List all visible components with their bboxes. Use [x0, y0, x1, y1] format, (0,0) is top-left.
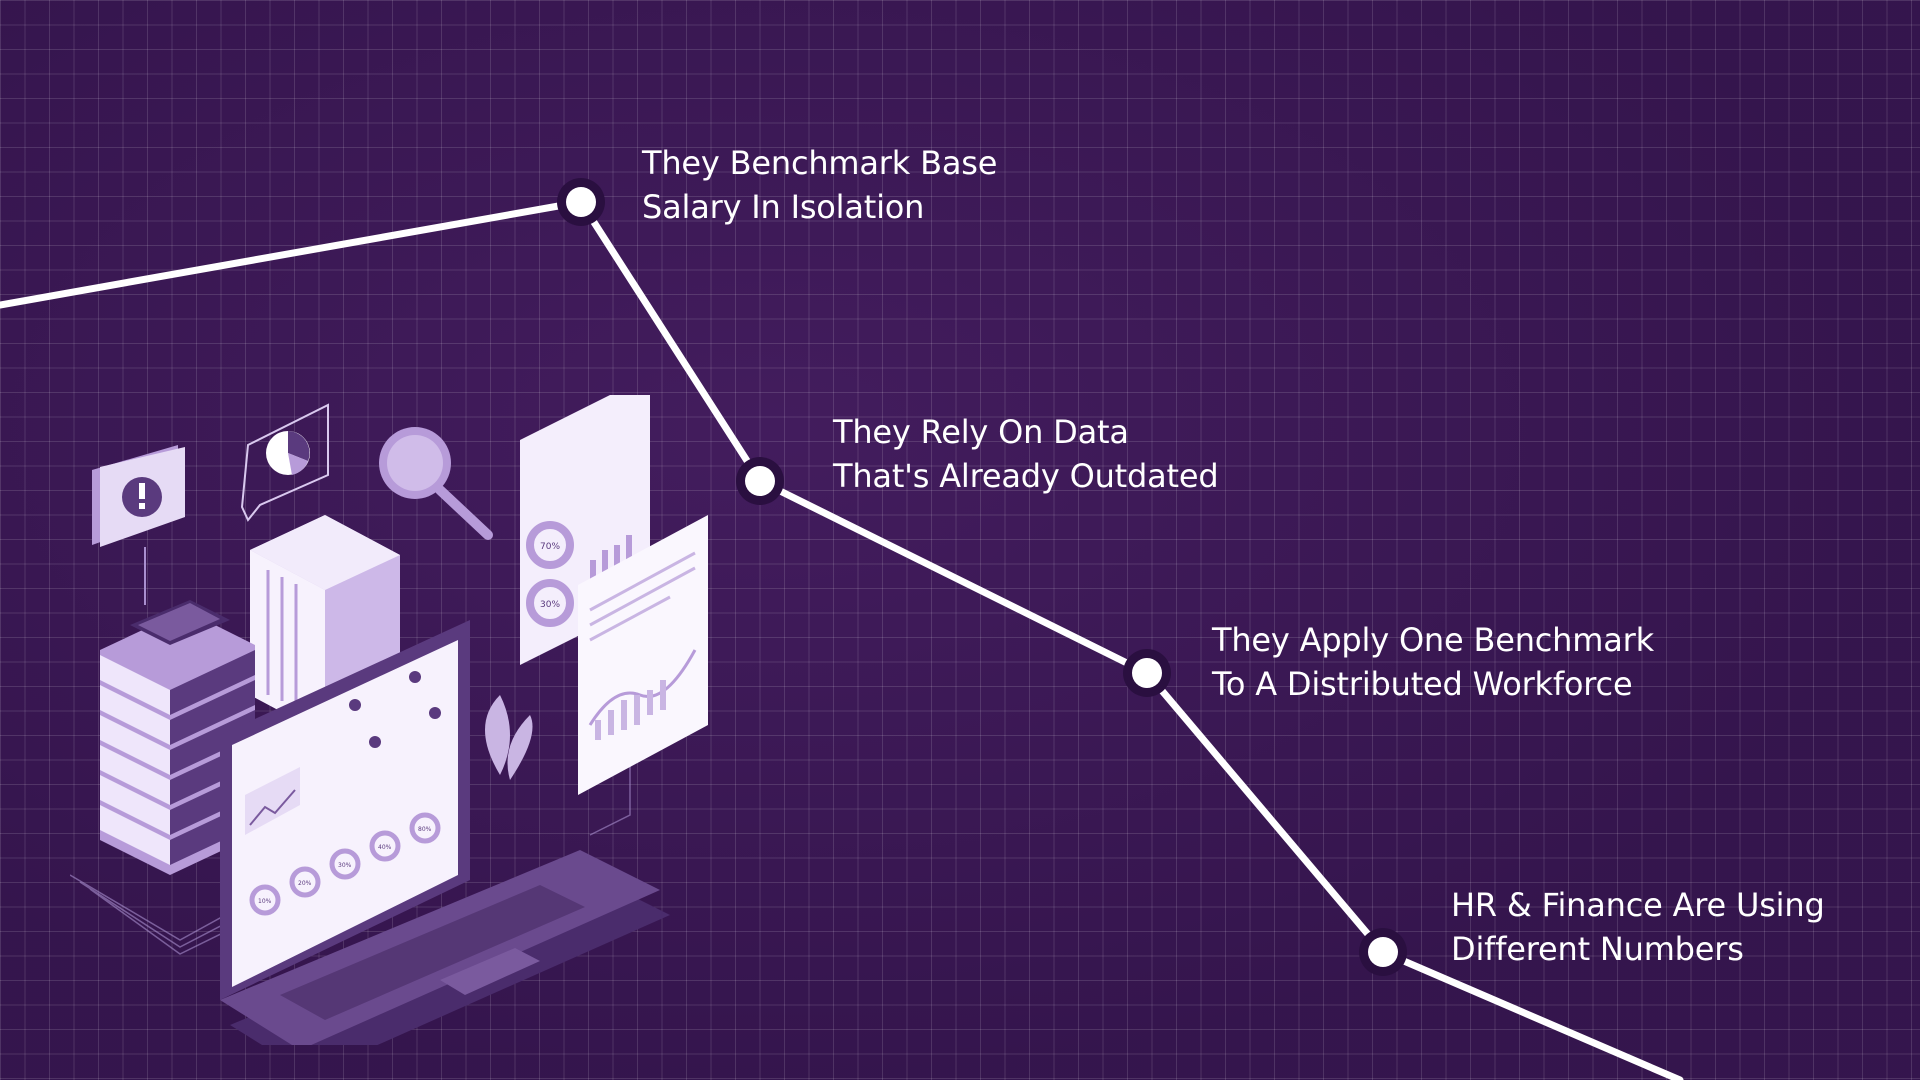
step-label-4: HR & Finance Are Using Different Numbers — [1451, 883, 1825, 971]
step-label-3: They Apply One Benchmark To A Distribute… — [1212, 618, 1654, 706]
step-1-line-1: They Benchmark Base — [642, 144, 998, 182]
donut-label-10: 10% — [258, 898, 272, 905]
step-1-line-2: Salary In Isolation — [642, 188, 925, 226]
donut-label-80: 80% — [418, 826, 432, 833]
timeline-node-3 — [1123, 649, 1171, 697]
laptop: 10% 20% 30% 40% 80% — [220, 620, 670, 1045]
donut-label-40: 40% — [378, 844, 392, 851]
step-label-1: They Benchmark Base Salary In Isolation — [642, 141, 997, 229]
step-4-line-2: Different Numbers — [1451, 930, 1744, 968]
timeline-line — [0, 198, 1684, 1080]
server-rack — [100, 600, 255, 875]
server-tower-back — [250, 515, 400, 735]
timeline-node-2 — [736, 457, 784, 505]
report-sheet-chart — [578, 515, 708, 795]
pie-chart-icon — [240, 403, 329, 522]
alert-folder-icon — [92, 445, 185, 605]
data-analytics-illustration: 70% 30% — [70, 395, 708, 1045]
donut-label-30: 30% — [338, 862, 352, 869]
plant-decoration — [485, 695, 533, 780]
timeline-node-1 — [557, 178, 605, 226]
step-3-line-2: To A Distributed Workforce — [1212, 665, 1633, 703]
step-3-line-1: They Apply One Benchmark — [1212, 621, 1654, 659]
magnifier-icon — [379, 427, 493, 540]
step-2-line-1: They Rely On Data — [833, 413, 1129, 451]
step-label-2: They Rely On Data That's Already Outdate… — [833, 410, 1219, 498]
gauge-label-30: 30% — [540, 600, 560, 610]
gauge-label-70: 70% — [540, 542, 560, 552]
donut-label-20: 20% — [298, 880, 312, 887]
timeline-node-4 — [1359, 928, 1407, 976]
step-2-line-2: That's Already Outdated — [833, 457, 1219, 495]
step-4-line-1: HR & Finance Are Using — [1451, 886, 1825, 924]
